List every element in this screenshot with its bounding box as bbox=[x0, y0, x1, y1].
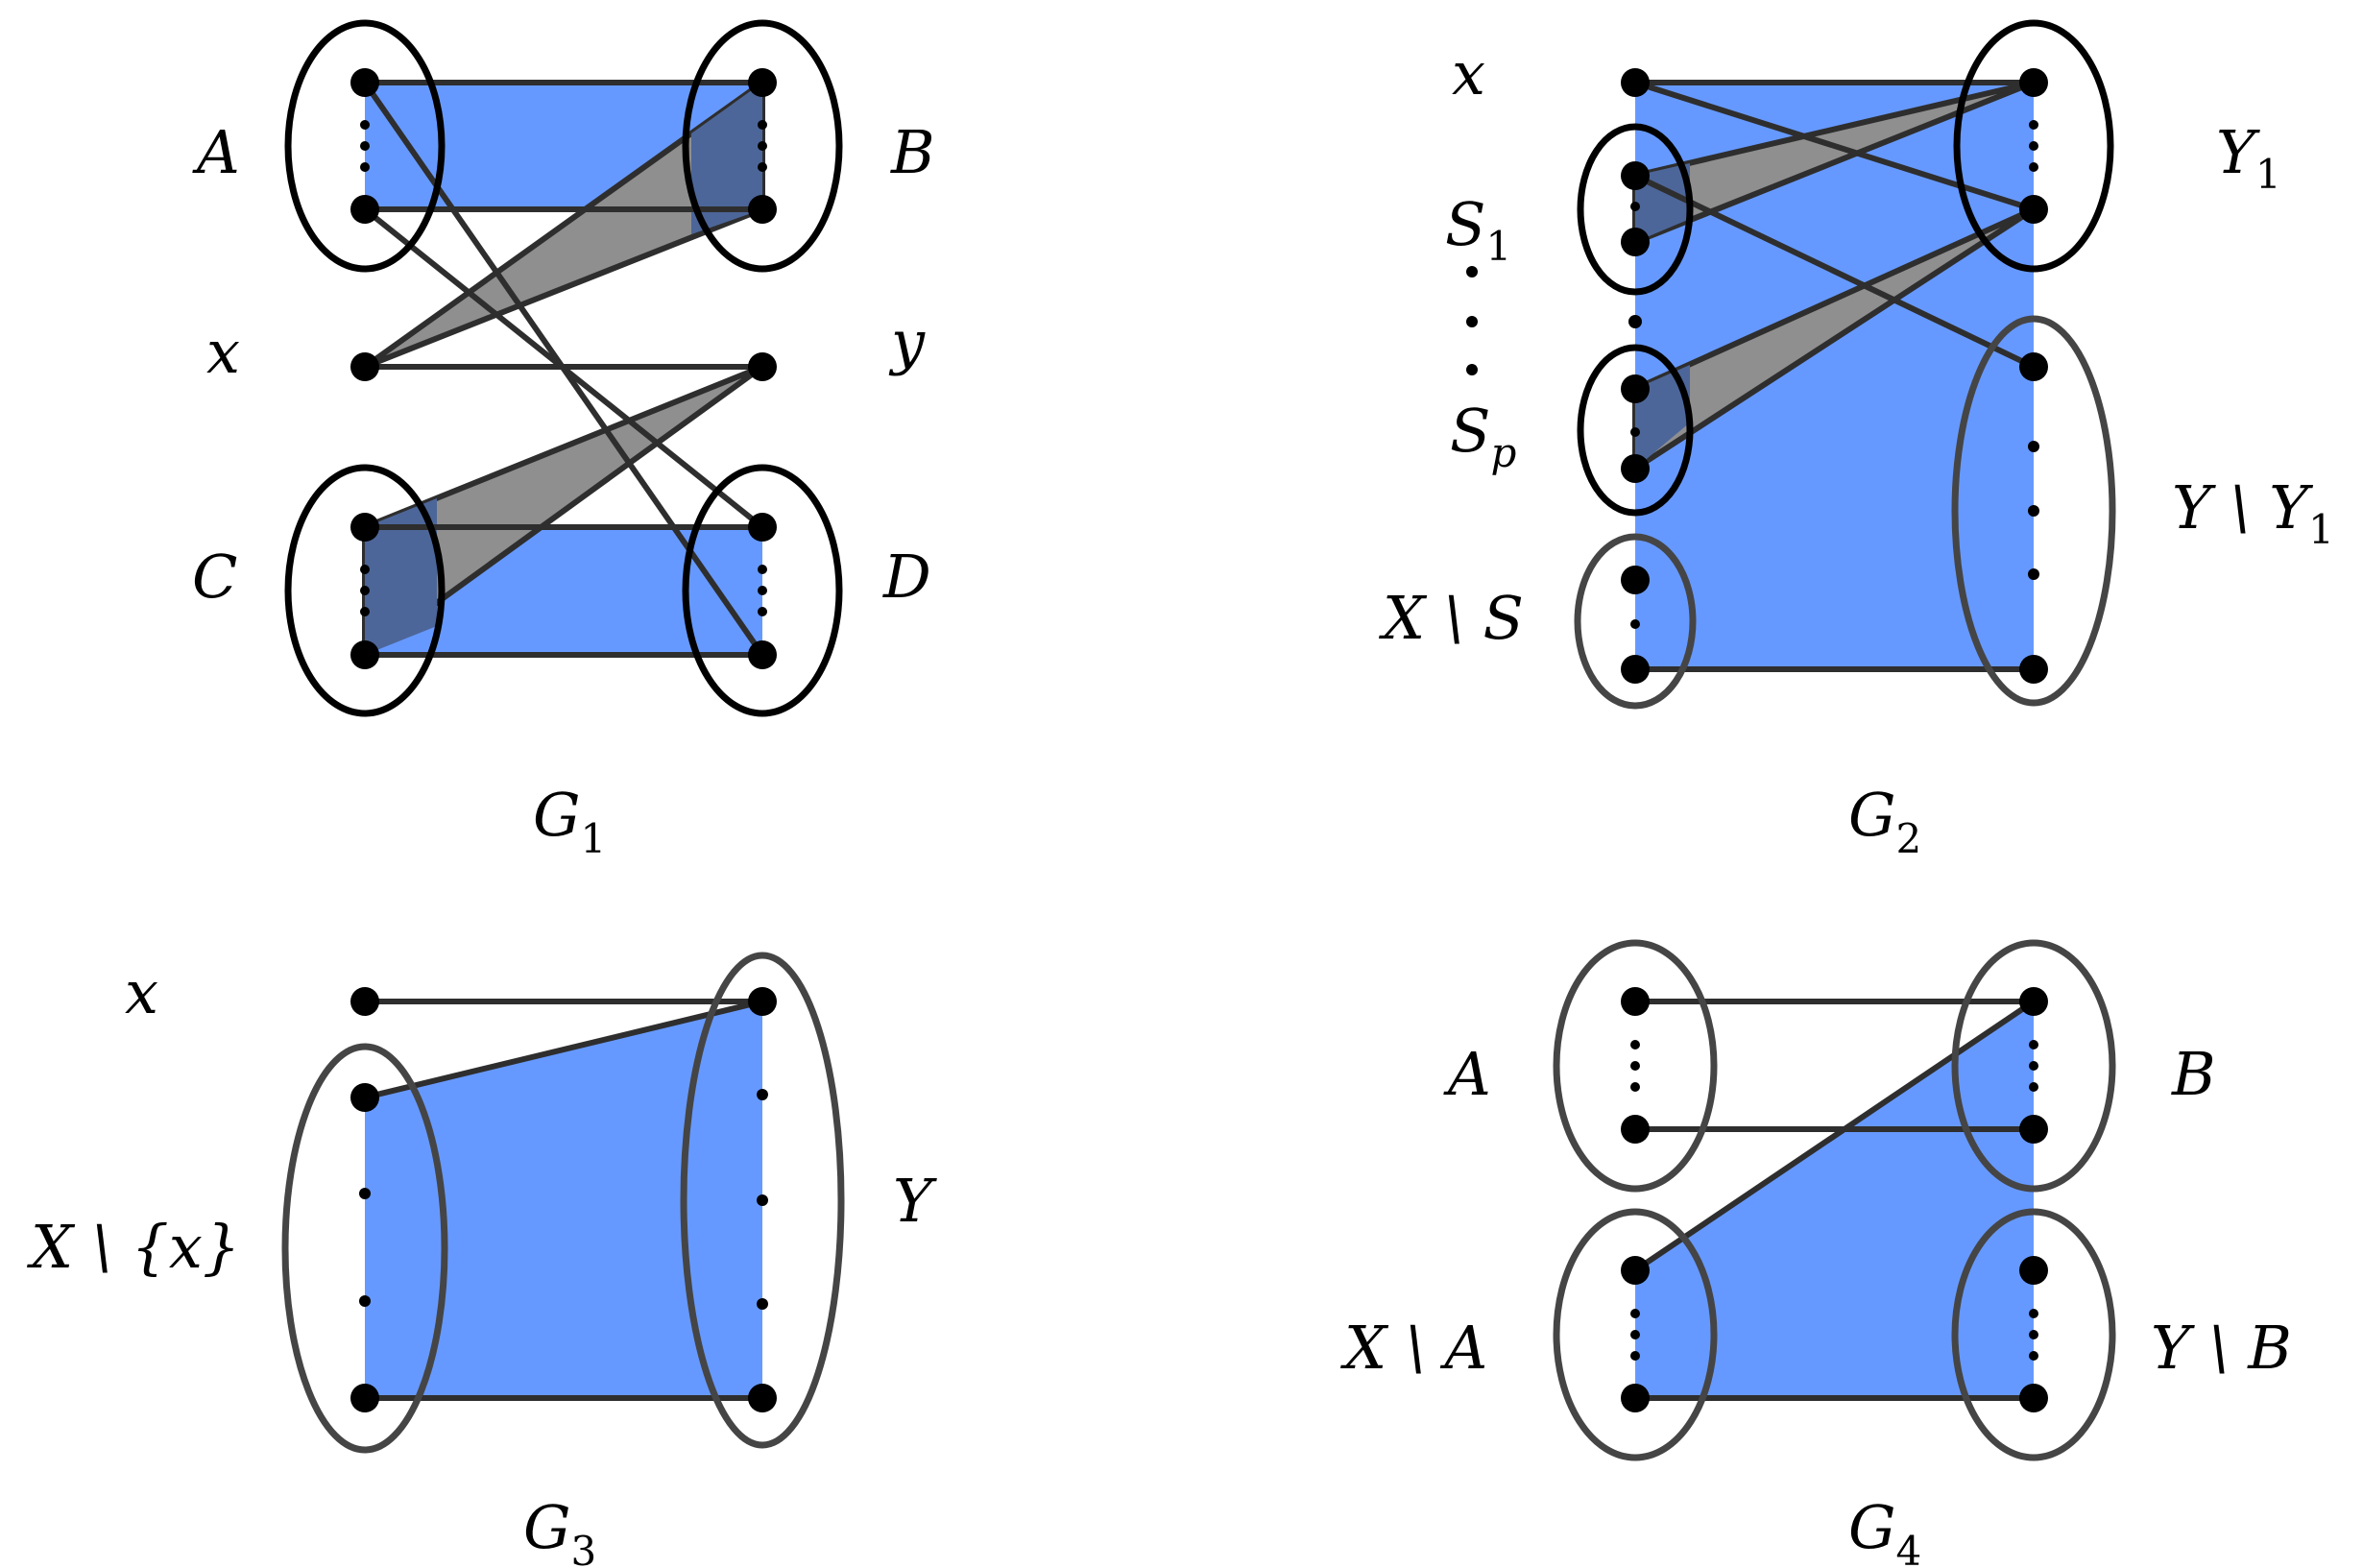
g1-vertex-D2 bbox=[748, 640, 777, 669]
g1-vertex-y bbox=[748, 352, 777, 381]
g2-edge-x-Y1b bbox=[1634, 80, 2035, 212]
g1-label-B: B bbox=[890, 117, 935, 187]
graph-g2: x S1 Sp X \ S Y1 Y \ Y1 G2 bbox=[1379, 19, 2334, 862]
g4-vertex-YB1 bbox=[2019, 1256, 2048, 1285]
graph-g4: A B X \ A Y \ B G4 bbox=[1340, 939, 2292, 1568]
g4-ellipse-X-minus-A bbox=[1553, 1208, 1718, 1461]
g3-vertex-Y2 bbox=[748, 1384, 777, 1412]
g4-edge-XA1-B1 bbox=[1633, 999, 2036, 1273]
g4-label-Y-minus-B: Y \ B bbox=[2151, 1313, 2292, 1383]
g2-label-S1: S1 bbox=[1445, 189, 1511, 270]
g1-overlap-B bbox=[691, 83, 762, 234]
g3-region bbox=[365, 1001, 762, 1398]
g3-label-x: x bbox=[125, 957, 158, 1027]
g4-label-X-minus-A: X \ A bbox=[1340, 1313, 1487, 1383]
g4-ellipse-A bbox=[1553, 939, 1718, 1193]
g2-vertex-x bbox=[1621, 68, 1650, 97]
g1-ellipse-A bbox=[284, 19, 446, 273]
g3-vertex-X2 bbox=[350, 1384, 379, 1412]
g1-vertex-B1 bbox=[748, 68, 777, 97]
g4-vertex-B2 bbox=[2019, 1115, 2048, 1144]
g1-caption: G1 bbox=[533, 780, 606, 862]
g3-label-Y: Y bbox=[893, 1166, 937, 1236]
g1-vertex-C1 bbox=[350, 513, 379, 542]
g1-ellipse-D bbox=[682, 464, 843, 717]
g4-vertex-YB2 bbox=[2019, 1384, 2048, 1412]
g2-vertex-Ya bbox=[2019, 352, 2048, 381]
g1-vertex-x bbox=[350, 352, 379, 381]
g4-label-B: B bbox=[2171, 1039, 2216, 1109]
g3-vertex-Y1 bbox=[748, 987, 777, 1016]
g2-vertex-Y1b bbox=[2019, 195, 2048, 224]
g3-edge-X1-Y1 bbox=[364, 999, 763, 1100]
g2-ellipse-S1 bbox=[1577, 123, 1694, 296]
g1-label-x: x bbox=[206, 317, 240, 387]
g1-vertex-A1 bbox=[350, 68, 379, 97]
g4-vertex-A2 bbox=[1621, 1115, 1650, 1144]
g1-vertex-A2 bbox=[350, 195, 379, 224]
g2-caption: G2 bbox=[1848, 780, 1921, 862]
g2-vertex-XSb bbox=[1621, 655, 1650, 684]
g1-vertex-B2 bbox=[748, 195, 777, 224]
g4-ellipse-B bbox=[1951, 939, 2116, 1193]
g3-caption: G3 bbox=[523, 1492, 596, 1568]
g1-label-C: C bbox=[192, 542, 237, 612]
g2-label-Sp: Sp bbox=[1450, 396, 1516, 476]
graph-g3: x X \ {x} Y G3 bbox=[27, 952, 937, 1568]
g4-vertex-A1 bbox=[1621, 987, 1650, 1016]
g1-label-D: D bbox=[882, 542, 931, 612]
g2-vertex-Yb bbox=[2019, 655, 2048, 684]
g4-label-A: A bbox=[1443, 1039, 1491, 1109]
g2-label-Y1: Y1 bbox=[2216, 117, 2281, 198]
g4-vertex-XA2 bbox=[1621, 1384, 1650, 1412]
g4-region bbox=[1635, 1001, 2034, 1398]
g2-region bbox=[1635, 83, 2034, 669]
g2-vertex-Spa bbox=[1621, 374, 1650, 403]
g1-vertex-C2 bbox=[350, 640, 379, 669]
g1-ellipsis-dots bbox=[360, 120, 767, 616]
g3-vertex-X1 bbox=[350, 1083, 379, 1112]
g3-vertex-x bbox=[350, 987, 379, 1016]
g2-ellipse-Sp bbox=[1577, 344, 1694, 517]
g4-ellipsis-dots bbox=[1630, 1040, 2038, 1361]
g1-edge-A2-D1 bbox=[363, 206, 764, 530]
g4-caption: G4 bbox=[1848, 1492, 1921, 1568]
g2-ellipse-XS bbox=[1574, 533, 1697, 710]
g2-ellipse-Y-Y1 bbox=[1951, 315, 2116, 707]
g3-ellipse-X-minus-x bbox=[281, 1043, 448, 1454]
g1-overlap-C bbox=[365, 498, 437, 655]
g2-label-x: x bbox=[1452, 38, 1485, 109]
g2-vertex-S1b bbox=[1621, 228, 1650, 256]
g2-vertex-XSa bbox=[1621, 566, 1650, 594]
g1-vertex-D1 bbox=[748, 513, 777, 542]
g1-ellipse-C bbox=[284, 464, 446, 717]
g2-ellipsis-dots bbox=[1466, 120, 2039, 629]
g2-ellipse-Y1 bbox=[1953, 19, 2114, 273]
graph-g1: A B x y C D G1 bbox=[192, 19, 935, 862]
g4-vertex-B1 bbox=[2019, 987, 2048, 1016]
g3-ellipsis-dots bbox=[359, 1089, 768, 1310]
g2-vertex-Spb bbox=[1621, 454, 1650, 483]
g3-label-X-minus-x: X \ {x} bbox=[27, 1212, 240, 1282]
g2-vertex-S1a bbox=[1621, 161, 1650, 190]
g4-ellipse-Y-minus-B bbox=[1951, 1208, 2116, 1461]
g4-vertex-XA1 bbox=[1621, 1256, 1650, 1285]
g3-ellipse-Y bbox=[680, 952, 845, 1449]
g1-label-A: A bbox=[192, 117, 240, 187]
g2-edge-S1-Y bbox=[1633, 173, 2036, 370]
g1-ellipse-B bbox=[682, 19, 843, 273]
g2-vertex-Y1a bbox=[2019, 68, 2048, 97]
g1-label-y: y bbox=[888, 307, 926, 377]
g2-label-Y-Y1: Y \ Y1 bbox=[2172, 472, 2334, 553]
g2-label-XS: X \ S bbox=[1379, 583, 1524, 653]
